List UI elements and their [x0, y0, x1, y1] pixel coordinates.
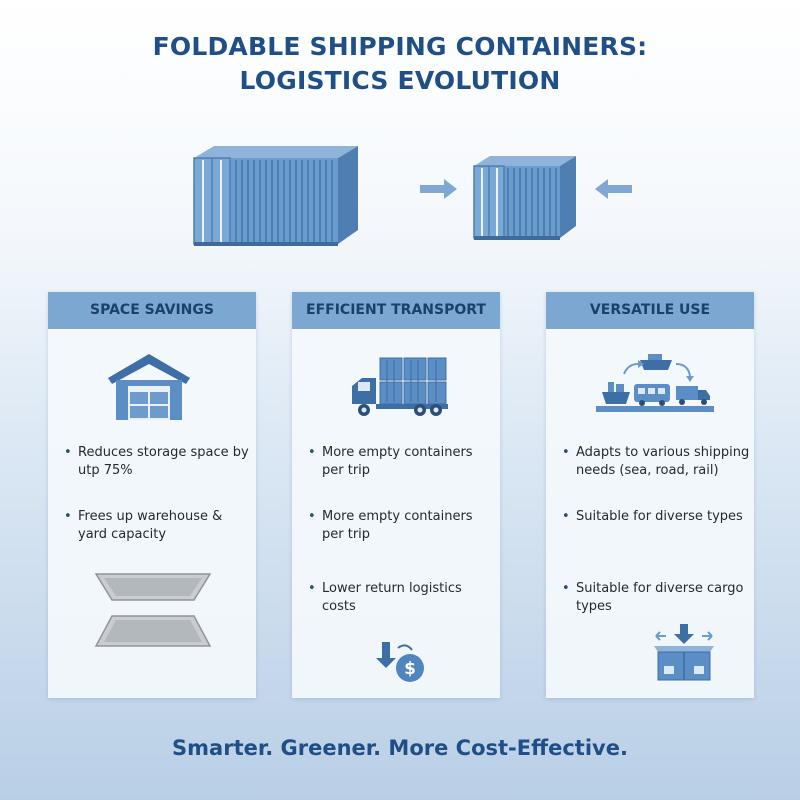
folded-container-icon: [473, 156, 576, 240]
folded-panels-icon: [94, 573, 212, 647]
page-title: FOLDABLE SHIPPING CONTAINERS: LOGISTICS …: [0, 30, 800, 98]
full-container-icon: [193, 146, 358, 246]
arrow-right-icon: [420, 179, 457, 199]
title-line-1: FOLDABLE SHIPPING CONTAINERS:: [152, 32, 648, 61]
card-header: SPACE SAVINGS: [48, 292, 256, 329]
card-versatile-use: VERSATILE USE Adapts to various shipping…: [546, 292, 754, 698]
bullet-item: Reduces storage space by utp 75%: [64, 444, 254, 480]
bullet-item: More empty containers per trip: [308, 444, 498, 480]
multimodal-transport-icon: [596, 354, 714, 412]
title-line-2: LOGISTICS EVOLUTION: [239, 66, 561, 95]
arrow-left-icon: [595, 179, 632, 199]
bullet-item: Lower return logistics costs: [308, 580, 498, 616]
truck-with-containers-icon: [352, 357, 448, 416]
card-header: VERSATILE USE: [546, 292, 754, 329]
bullet-item: More empty containers per trip: [308, 508, 498, 544]
tagline: Smarter. Greener. More Cost-Effective.: [172, 736, 628, 760]
bullet-item: Frees up warehouse & yard capacity: [64, 508, 254, 544]
warehouse-icon: [108, 354, 190, 420]
bullet-item: Adapts to various shipping needs (sea, r…: [562, 444, 758, 480]
bullet-item: Suitable for diverse types: [562, 508, 752, 526]
cost-down-dollar-icon: $: [376, 642, 424, 682]
svg-text:$: $: [404, 659, 416, 679]
card-space-savings: SPACE SAVINGS Reduces storage space by u…: [48, 292, 256, 698]
card-header: EFFICIENT TRANSPORT: [292, 292, 500, 329]
bullet-item: Suitable for diverse cargo types: [562, 580, 752, 616]
card-efficient-transport: EFFICIENT TRANSPORT More empty container…: [292, 292, 500, 698]
cargo-box-icon: [654, 624, 714, 681]
